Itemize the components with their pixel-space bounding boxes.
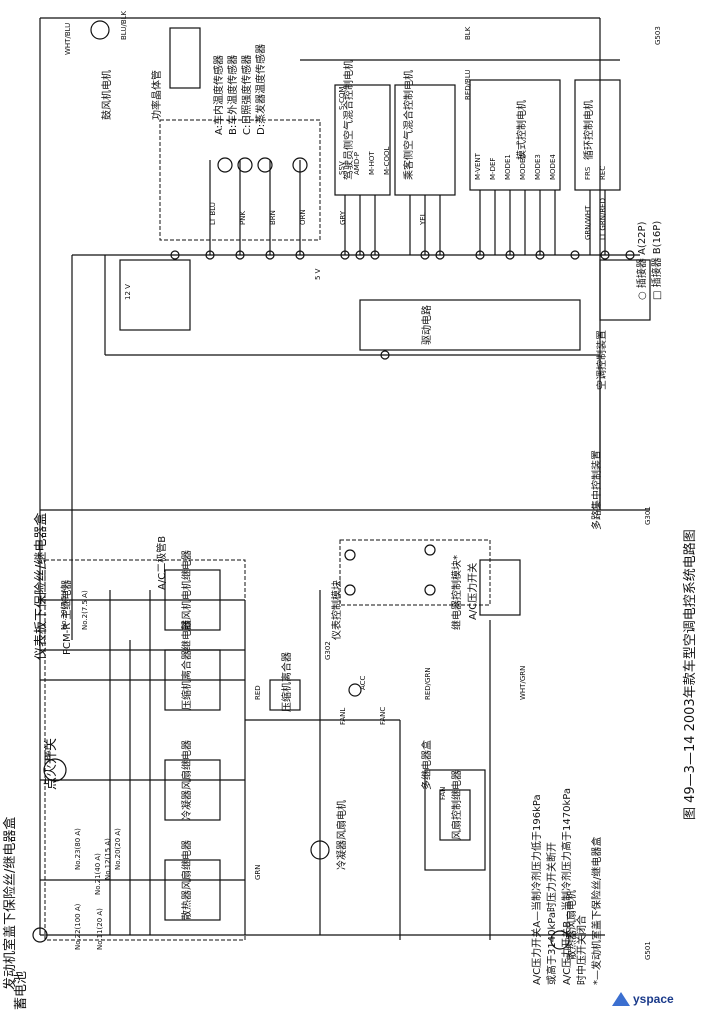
label-ac-control: 空调控制装置 xyxy=(595,330,608,390)
wire-brn: BRN xyxy=(269,210,277,225)
label-sensor-d: D:蒸发器温度传感器 xyxy=(254,44,267,135)
label-blower-relay: 鼓风机电机继电器 xyxy=(180,550,193,630)
term-mode3: MODE3 xyxy=(534,154,542,180)
top-modules xyxy=(119,27,651,351)
label-ignition-switch: 点火开关 xyxy=(44,738,59,790)
ground-g501: G501 xyxy=(644,941,652,960)
labels: 鼓风机电机 功率晶体管 A:车内温度传感器 B:车外温度传感器 C:日照强度传感… xyxy=(2,10,698,1010)
fuse-30: No.30(7.5 A) xyxy=(60,586,68,630)
term-mode2: MODE2 xyxy=(519,154,527,180)
wire-blk: BLK xyxy=(464,26,472,40)
term-rec: REC xyxy=(599,166,607,180)
term-fanc: FANC xyxy=(379,707,387,725)
label-dash-control: 仪表控制模块 xyxy=(330,580,343,640)
label-compressor-clutch: 压缩机离合器 xyxy=(280,652,293,712)
note-1: A/C压力开关A—当制冷剂压力低于196kPa xyxy=(530,794,543,985)
fuse-20: No.20(20 A) xyxy=(114,828,122,870)
wire-wht-blu: WHT/BLU xyxy=(64,23,72,55)
term-fanl: FANL xyxy=(339,708,347,725)
term-frs: FRS xyxy=(584,166,592,180)
wire-lt-grn-red: LT GRN/RED xyxy=(599,198,607,240)
fuse-2: No.2(7.5 A) xyxy=(81,590,89,630)
term-mode1: MODE1 xyxy=(504,154,512,180)
term-m-vent: M-VENT xyxy=(474,152,482,180)
label-pcm: PCM-R 主继电器 xyxy=(60,580,73,655)
term-s-com: S-COM xyxy=(338,87,346,110)
relay-section xyxy=(32,539,570,950)
wire-blu-blk: BLU/BLK xyxy=(120,10,128,40)
term-amd-p: AMD-P xyxy=(353,152,361,175)
note-5: *—发动机室盖下保险丝/继电器盒 xyxy=(590,837,603,985)
note-4: 时中压开关闭合 xyxy=(575,915,588,985)
sensor-elements xyxy=(90,20,308,173)
label-mode-motor: 模式控制电机 xyxy=(515,100,528,160)
figure-caption: 图 49—3—14 2003年款车型空调电控系统电路图 xyxy=(682,529,698,820)
ground-g301: G301 xyxy=(644,506,652,525)
wire-pnk: PNK xyxy=(239,211,247,225)
term-bat: BAT xyxy=(44,746,52,760)
fuse-21: No.21(40 A) xyxy=(94,853,102,895)
watermark-text: yspace xyxy=(633,992,674,1006)
wire-red: RED xyxy=(254,685,262,700)
label-sensor-b: B:车外温度传感器 xyxy=(226,55,239,135)
wire-grn-wht: GRN/WHT xyxy=(584,205,592,240)
fuse-23: No.23(80 A) xyxy=(74,828,82,870)
label-power-transistor: 功率晶体管 xyxy=(150,70,163,120)
term-ssv: SSV xyxy=(338,161,346,175)
label-sensor-a: A:车内温度传感器 xyxy=(212,55,225,135)
wire-red-blu: RED/BLU xyxy=(464,69,472,100)
label-passenger-mix: 乘客侧空气混合控制电机 xyxy=(402,70,415,180)
ground-g503: G503 xyxy=(654,26,662,45)
label-condenser-fan: 冷凝器风扇电机 xyxy=(335,800,348,870)
label-clutch-relay: 压缩机离合器继电器 xyxy=(180,620,193,710)
label-condenser-relay: 冷凝器风扇继电器 xyxy=(180,740,193,820)
wire-orn: ORN xyxy=(299,209,307,225)
label-fan-relay: 风扇控制继电器 xyxy=(450,770,463,840)
fuse-22: No.22(100 A) xyxy=(74,903,82,950)
wire-lt-blu: LT BLU xyxy=(209,202,217,225)
label-multiplex: 多路集中控制装置 xyxy=(590,450,603,530)
label-dash-fuse-box: 仪表板下保险丝/继电器盒 xyxy=(33,513,49,660)
term-5v: 5 V xyxy=(314,268,322,280)
label-multi-relay: 多继电器盒 xyxy=(420,740,433,790)
fuse-11: No.11(20 A) xyxy=(96,908,104,950)
label-radiator-relay: 散热器风扇继电器 xyxy=(180,840,193,920)
logo-triangle-icon xyxy=(612,992,630,1006)
wire-wht-grn: WHT/GRN xyxy=(519,666,527,700)
connector-row xyxy=(170,250,635,360)
note-2: 或高于3140kPa时压力开关断开 xyxy=(545,842,558,985)
term-m-def: M-DEF xyxy=(489,158,497,180)
term-fan: FAN xyxy=(439,787,447,800)
term-mode4: MODE4 xyxy=(549,154,557,180)
label-connector-a: ○ 插接器 A(22P) xyxy=(635,221,648,300)
wire-grn: GRN xyxy=(254,864,262,880)
note-3: A/C压力开关B—当制冷剂压力高于1470kPa xyxy=(560,788,573,985)
label-recirc-motor: 循环控制电机 xyxy=(582,100,595,160)
label-driver-mix: 驾驶员侧空气混合控制电机 xyxy=(342,60,355,180)
wire-red-grn: RED/GRN xyxy=(424,667,432,700)
fuse-12: No.12(15 A) xyxy=(104,838,112,880)
label-sensor-c: C:日照强度传感器 xyxy=(240,55,253,135)
label-relay-control: 继电器控制模块* xyxy=(450,555,463,630)
ground-g302: G302 xyxy=(324,641,332,660)
label-connector-b: □ 插接器 B(16P) xyxy=(650,221,663,300)
label-battery: 蓄电池 xyxy=(14,971,29,1010)
term-m-hot: M-HOT xyxy=(368,151,376,175)
label-radiator-fan: 散热器风扇电机 xyxy=(565,890,578,960)
label-blower-motor: 鼓风机电机 xyxy=(100,70,113,120)
signal-lines xyxy=(209,59,620,255)
wire-gry: GRY xyxy=(339,210,347,225)
watermark-logo: yspace xyxy=(612,988,704,1010)
term-acc: ACC xyxy=(359,675,367,690)
wire-yel: YEL xyxy=(419,212,427,226)
label-ac-pressure-switch: A/C压力开关 xyxy=(466,563,479,620)
term-12v: 12 V xyxy=(124,284,132,300)
label-drive-circuit: 驱动电路 xyxy=(420,305,433,345)
label-engine-fuse-box: 发动机室盖下保险丝/继电器盒 xyxy=(2,817,18,990)
term-m-cool: M-COOL xyxy=(383,147,391,175)
label-ac-diode: A/C二极管B xyxy=(155,536,168,590)
